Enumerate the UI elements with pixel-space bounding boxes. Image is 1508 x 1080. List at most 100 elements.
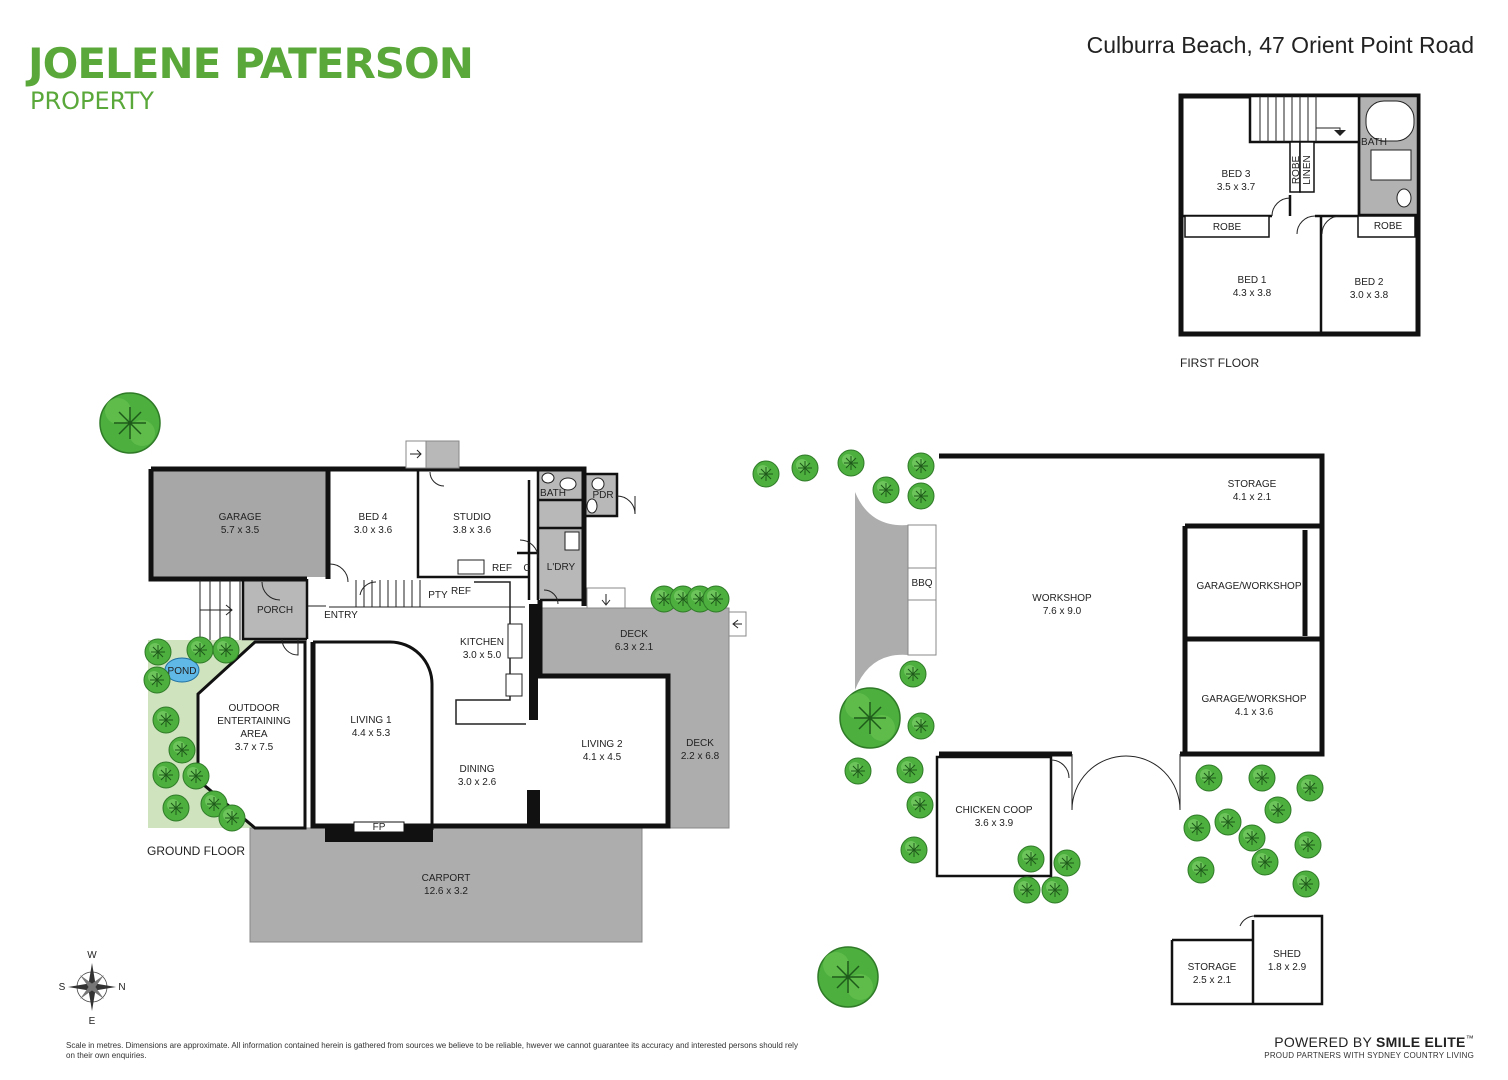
dining-dims: 3.0 x 2.6: [458, 777, 497, 788]
upper-bath-name: BATH: [1361, 137, 1387, 148]
brand-subtitle: PROPERTY: [30, 87, 154, 115]
tree: [1296, 774, 1324, 802]
first-floor-label: FIRST FLOOR: [1180, 356, 1259, 370]
tree: [1294, 831, 1322, 859]
tree: [1264, 796, 1292, 824]
tree: [752, 460, 780, 488]
toilet-icon: [1396, 188, 1412, 208]
porch-name: PORCH: [257, 605, 293, 616]
garden-tree: [144, 638, 172, 666]
living1-dims: 4.4 x 5.3: [352, 728, 391, 739]
tree: [1187, 856, 1215, 884]
carport-dims: 12.6 x 3.2: [424, 886, 468, 897]
tree: [1183, 814, 1211, 842]
garden-tree: [152, 761, 180, 789]
pty-label: PTY: [428, 590, 448, 601]
compass-e: E: [89, 1016, 96, 1027]
outdoor-dims: 3.7 x 7.5: [235, 742, 274, 753]
deck-top-dims: 6.3 x 2.1: [615, 642, 654, 653]
living1-name: LIVING 1: [350, 715, 392, 726]
trademark-mark: ™: [1465, 1034, 1474, 1043]
robe-upper-label: ROBE: [1291, 156, 1302, 185]
floor-plan: BED 3 3.5 x 3.7 BATH ROBE LINEN ROBE ROB…: [59, 93, 1421, 1027]
tree: [791, 454, 819, 482]
tree: [1017, 845, 1045, 873]
garden-tree: [212, 636, 240, 664]
bed1-name: BED 1: [1238, 275, 1267, 286]
deck-top-name: DECK: [620, 629, 648, 640]
ref-label-2: REF: [451, 586, 471, 597]
garage-floor: [151, 469, 328, 577]
powered-brand: SMILE ELITE: [1376, 1034, 1466, 1050]
garage-workshop-2-name: GARAGE/WORKSHOP: [1201, 694, 1306, 705]
deck-tree: [702, 585, 730, 613]
chicken-coop-dims: 3.6 x 3.9: [975, 818, 1014, 829]
deck-side-name: DECK: [686, 738, 714, 749]
garage-dims: 5.7 x 3.5: [221, 525, 260, 536]
compass-s: S: [59, 982, 66, 993]
tree: [896, 756, 924, 784]
ldry-name: L'DRY: [547, 562, 576, 573]
pdr-name: PDR: [592, 490, 613, 501]
storage-bottom-name: STORAGE: [1188, 962, 1237, 973]
tree: [900, 836, 928, 864]
tree: [872, 476, 900, 504]
disclaimer: Scale in metres. Dimensions are approxim…: [66, 1041, 798, 1060]
dining-name: DINING: [460, 764, 495, 775]
porch-floor: [243, 579, 307, 639]
large-tree: [817, 946, 879, 1008]
garden-tree: [218, 804, 246, 832]
ref-label-1: REF: [492, 563, 512, 574]
storage-top-dims: 4.1 x 2.1: [1233, 492, 1272, 503]
outdoor-name-2: ENTERTAINING: [217, 716, 291, 727]
tree: [1041, 876, 1069, 904]
shed-name: SHED: [1273, 949, 1301, 960]
ground-floor-plan: GARAGE 5.7 x 3.5 BED 4 3.0 x 3.6 STUDIO …: [99, 392, 879, 1008]
workshop-name: WORKSHOP: [1032, 593, 1092, 604]
bed3-name: BED 3: [1222, 169, 1251, 180]
kitchen-name: KITCHEN: [460, 637, 504, 648]
stairs-upper: [1248, 94, 1361, 144]
tree: [899, 660, 927, 688]
carport-area: [249, 827, 643, 943]
studio-dims: 3.8 x 3.6: [453, 525, 492, 536]
tree: [1238, 824, 1266, 852]
outbuildings-plan: BBQ STORAGE 4.1 x 2.1 WORKSHOP 7.6 x 9.0…: [752, 449, 1325, 1006]
garden-tree: [162, 794, 190, 822]
cupboard-label: C: [523, 563, 530, 574]
large-tree: [839, 687, 901, 749]
ground-floor-label: GROUND FLOOR: [147, 844, 245, 858]
garden-tree: [186, 636, 214, 664]
garden-tree: [143, 666, 171, 694]
tree: [1292, 870, 1320, 898]
compass-w: W: [87, 950, 97, 961]
tree: [1013, 876, 1041, 904]
studio-name: STUDIO: [453, 512, 491, 523]
shower-icon: [1370, 149, 1412, 181]
carport-name: CARPORT: [422, 873, 471, 884]
outdoor-name-3: AREA: [240, 729, 268, 740]
kitchen-dims: 3.0 x 5.0: [463, 650, 502, 661]
bed4-dims: 3.0 x 3.6: [354, 525, 393, 536]
shed-dims: 1.8 x 2.9: [1268, 962, 1307, 973]
large-tree: [99, 392, 161, 454]
entry-name: ENTRY: [324, 610, 358, 621]
tree: [1251, 848, 1279, 876]
tree: [906, 791, 934, 819]
tree: [907, 712, 935, 740]
bed2-name: BED 2: [1355, 277, 1384, 288]
outdoor-name-1: OUTDOOR: [228, 703, 279, 714]
pond-label: POND: [168, 666, 197, 677]
garden-tree: [168, 736, 196, 764]
deck-side-dims: 2.2 x 6.8: [681, 751, 720, 762]
tree: [844, 757, 872, 785]
lower-bath-name: BATH: [540, 488, 566, 499]
bathtub-icon: [1365, 100, 1415, 142]
garage-workshop-2-dims: 4.1 x 3.6: [1235, 707, 1274, 718]
compass-rose: W E S N: [59, 950, 126, 1027]
bed4-name: BED 4: [359, 512, 388, 523]
garden-tree: [182, 762, 210, 790]
workshop-outline: [939, 453, 1325, 757]
property-address: Culburra Beach, 47 Orient Point Road: [1086, 32, 1474, 58]
tree: [837, 449, 865, 477]
